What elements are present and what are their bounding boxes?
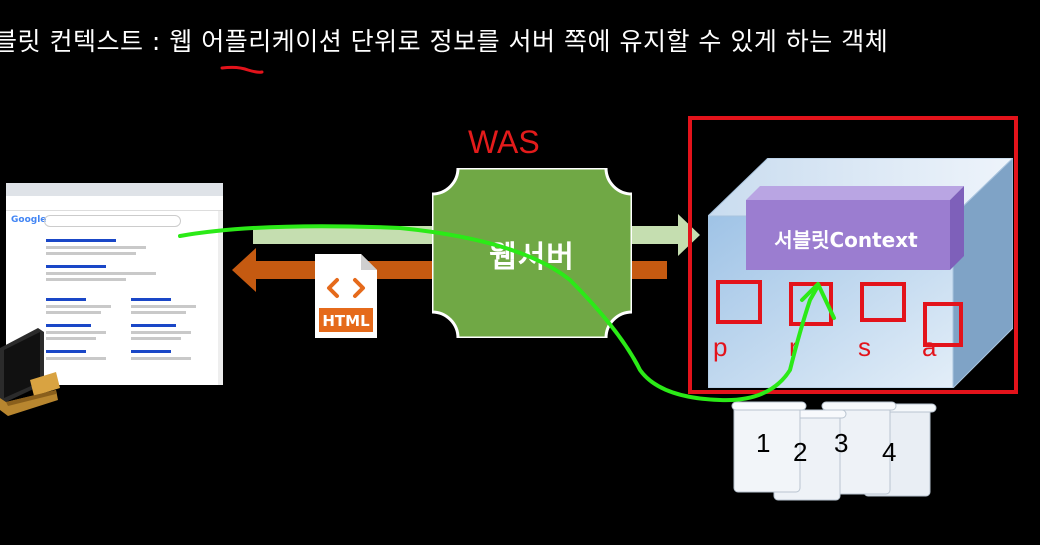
computer-icon [0,328,60,416]
application-scope-label: a [922,332,937,362]
search-engine-logo: Google [11,215,47,225]
request-scope-label: r [789,332,798,362]
document-1-number: 1 [756,428,771,458]
page-scope-label: p [713,332,728,362]
session-scope-box [860,282,906,322]
document-2-number: 2 [793,437,808,467]
document-3-number: 3 [834,428,849,458]
search-box [44,215,181,227]
page-scope-box [716,280,762,324]
session-scope-label: s [858,332,871,362]
application-scope-box [923,302,963,347]
servlet-context-label: 서블릿Context [774,228,918,252]
document-4-number: 4 [882,437,897,467]
html-badge-text: HTML [322,312,370,330]
servlet-scroll-documents [731,401,937,501]
was-label: WAS [468,124,540,160]
scroll-document-1 [731,401,807,493]
slide-heading: 블릿 컨텍스트 : 웹 어플리케이션 단위로 정보를 서버 쪽에 유지할 수 있… [0,27,889,56]
underline-annotation [220,65,264,74]
webserver-label: 웹서버 [489,240,575,275]
request-scope-box [789,282,833,326]
html-file-icon: HTML [315,254,377,338]
